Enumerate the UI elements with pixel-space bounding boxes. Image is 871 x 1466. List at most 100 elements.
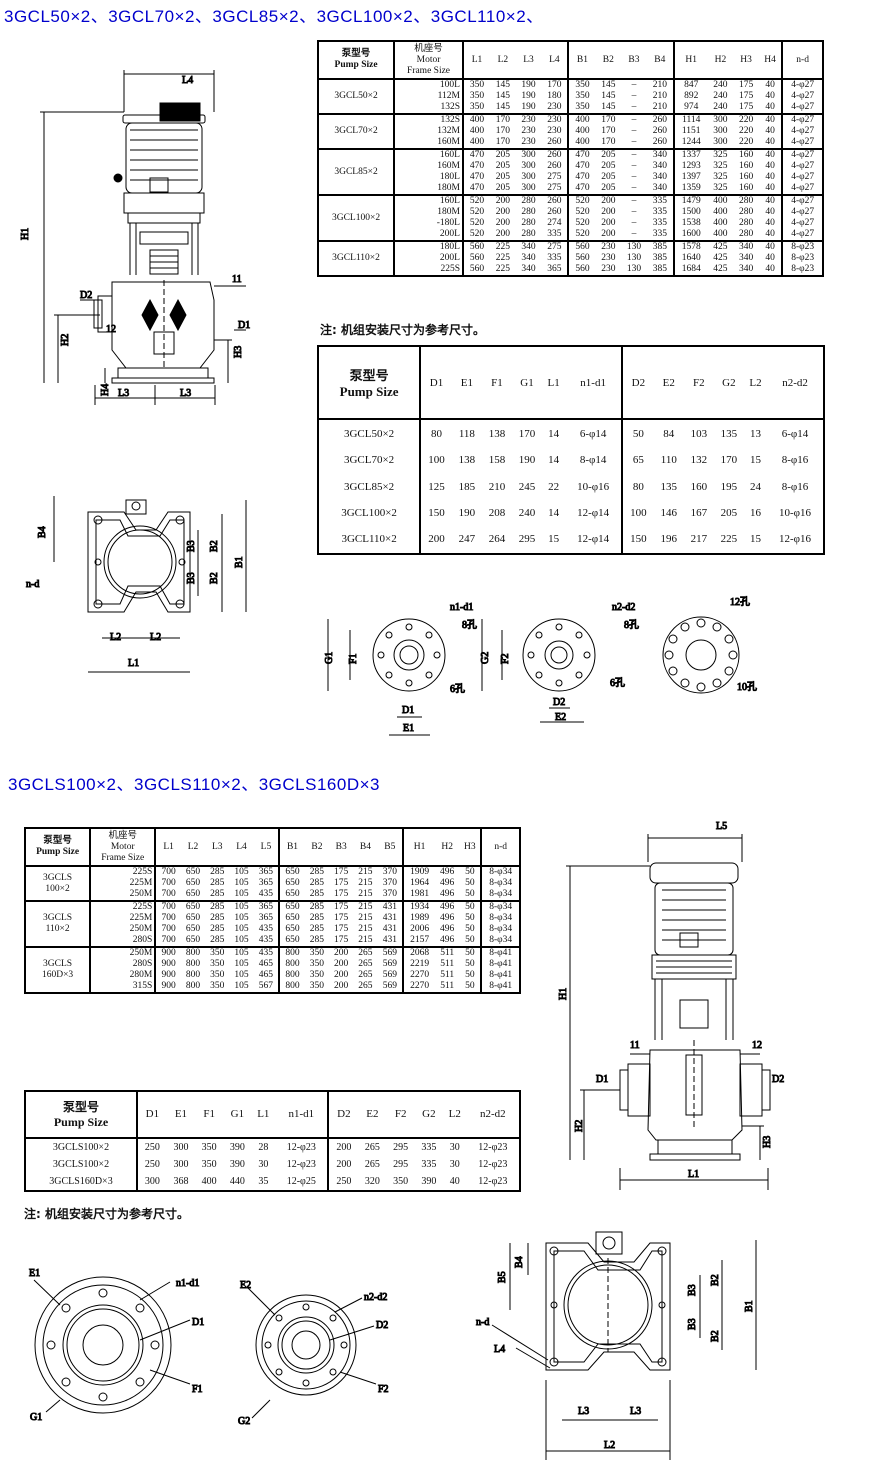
table-cell: 511 bbox=[435, 946, 460, 959]
table-cell: 10-φ16 bbox=[577, 480, 610, 493]
table-cell: 650 bbox=[185, 867, 201, 877]
table-cell: 8-φ41 bbox=[480, 946, 520, 959]
table-cell: 700 bbox=[154, 924, 181, 935]
table-cell: 40 bbox=[758, 148, 783, 161]
table-cell: 13 bbox=[750, 427, 761, 440]
table-cell: 40 bbox=[765, 218, 775, 228]
table-cell: 295 bbox=[518, 533, 536, 546]
table-cell: 40 bbox=[765, 161, 775, 171]
pump-front-view-2 bbox=[566, 834, 771, 1190]
table-cell: 470 bbox=[567, 183, 596, 195]
table-cell: 200L bbox=[393, 253, 463, 264]
header-col: B1 bbox=[278, 828, 305, 867]
label-l2-a: L2 bbox=[110, 632, 121, 643]
table-cell: 280 bbox=[738, 229, 754, 239]
table-cell: 210 bbox=[652, 102, 667, 112]
table-cell: 335 bbox=[652, 207, 667, 217]
table-cell: 285 bbox=[210, 935, 225, 945]
table-cell: 650 bbox=[185, 935, 201, 945]
label-g1-b: G1 bbox=[30, 1412, 42, 1423]
label-n1d1-b: n1-d1 bbox=[176, 1278, 199, 1289]
table-cell: 205 bbox=[495, 183, 510, 193]
table-cell: 350 bbox=[393, 1175, 409, 1187]
table-cell: 10-φ16 bbox=[779, 506, 812, 519]
table-cell: 1909 bbox=[402, 866, 436, 878]
table-cell: 145 bbox=[495, 91, 510, 101]
label-d1-a: D1 bbox=[238, 320, 250, 331]
label-nd-b: n-d bbox=[476, 1317, 489, 1328]
table-cell: 800 bbox=[185, 959, 201, 969]
table-cell: 170 bbox=[518, 427, 536, 440]
table-cell: 350 bbox=[567, 91, 596, 102]
table-cell: 435 bbox=[253, 946, 280, 959]
heading-bottom: 3GCLS100×2、3GCLS110×2、3GCLS160D×3 bbox=[8, 775, 380, 794]
table-cell: 300 bbox=[144, 1175, 160, 1187]
table-cell: 8-φ16 bbox=[781, 454, 809, 467]
table-cell: 160M bbox=[393, 161, 463, 172]
table-cell: 340 bbox=[738, 264, 754, 274]
table-cell: 900 bbox=[154, 970, 181, 981]
table-cell: 50 bbox=[465, 981, 475, 991]
table-cell: 240 bbox=[713, 80, 728, 90]
table-cell: 215 bbox=[358, 924, 373, 934]
table-cell: 205 bbox=[720, 506, 738, 519]
table-cell: 900 bbox=[154, 946, 181, 959]
table-cell: 50 bbox=[465, 924, 475, 934]
label-f1-a: F1 bbox=[348, 653, 359, 664]
table-cell: 200 bbox=[327, 1137, 359, 1156]
table-cell: 470 bbox=[461, 148, 491, 161]
header-col: L1 bbox=[542, 346, 566, 421]
table-cell: 400 bbox=[713, 229, 728, 239]
table-cell: 215 bbox=[358, 867, 373, 877]
table-cell: 220 bbox=[733, 113, 759, 126]
label-g1-a: G1 bbox=[324, 652, 335, 664]
table-cell: 22 bbox=[548, 480, 560, 493]
table-cell: 1989 bbox=[402, 913, 436, 924]
label-l5: L5 bbox=[716, 821, 727, 832]
table-cell: 225S bbox=[89, 866, 156, 878]
table-cell: 275 bbox=[547, 183, 562, 193]
table-cell: 496 bbox=[440, 935, 455, 945]
table-cell: 3GCLS100×2 bbox=[25, 1137, 138, 1156]
table-cell: 496 bbox=[435, 900, 460, 913]
table-cell: 4-φ27 bbox=[781, 126, 823, 137]
label-10hole: 10孔 bbox=[737, 681, 757, 693]
header-col: D2 bbox=[621, 346, 654, 421]
table-cell: 368 bbox=[173, 1175, 189, 1187]
header-col: E1 bbox=[451, 346, 482, 421]
table-cell: 14 bbox=[548, 427, 560, 440]
table-cell: 200 bbox=[495, 218, 510, 228]
table-cell: 560 bbox=[461, 240, 491, 253]
table-cell: 496 bbox=[440, 924, 455, 934]
table-cell: 170 bbox=[601, 137, 616, 147]
label-f2-a: F2 bbox=[500, 653, 511, 664]
table-cell: 100 bbox=[621, 499, 654, 526]
table-cell: 400 bbox=[461, 113, 491, 126]
header-col: F1 bbox=[195, 1091, 224, 1139]
table-cell: 50 bbox=[459, 946, 482, 959]
header-col: L1 bbox=[251, 1091, 276, 1139]
table-cell: 365 bbox=[258, 867, 274, 877]
table-cell: 285 bbox=[210, 878, 225, 888]
table-cell: 1640 bbox=[672, 253, 708, 264]
table-cell: 180L bbox=[393, 172, 463, 183]
table-cell: 145 bbox=[601, 91, 616, 101]
table-cell: 160L bbox=[393, 194, 463, 207]
pump-front-view-1 bbox=[40, 70, 246, 405]
table-cell: 40 bbox=[765, 207, 775, 217]
table-cell: 12-φ23 bbox=[286, 1141, 316, 1153]
table-cell: 300 bbox=[707, 113, 734, 126]
table-cell: 40 bbox=[449, 1175, 460, 1187]
table-cell: 8-φ41 bbox=[480, 959, 520, 970]
table-cell: 350 bbox=[309, 970, 325, 980]
table-cell: 160L bbox=[393, 148, 463, 161]
table-cell: 40 bbox=[758, 240, 783, 253]
